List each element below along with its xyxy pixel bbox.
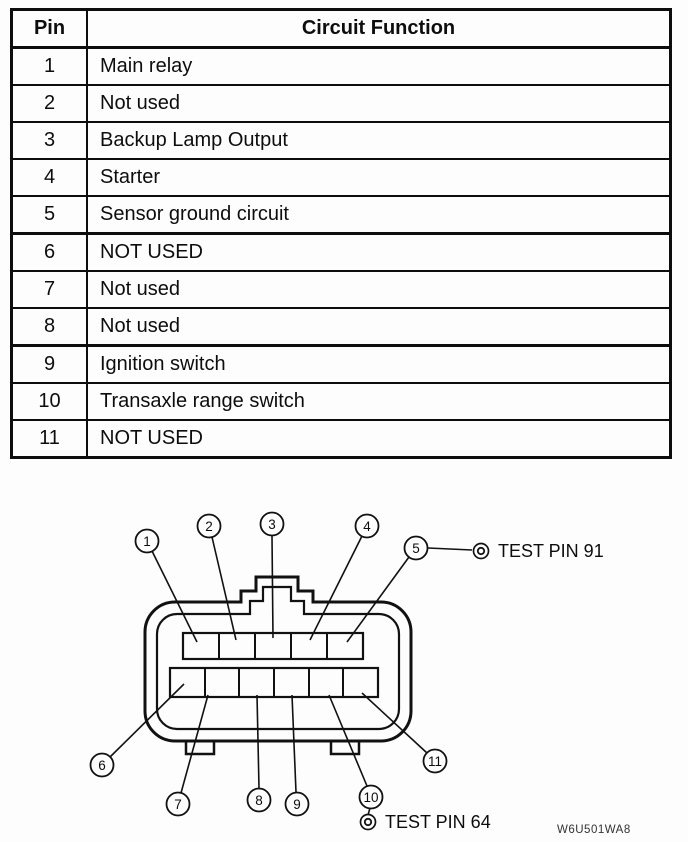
header-row: Pin Circuit Function [10, 8, 672, 49]
callout-9: 9 [284, 791, 310, 817]
callout-6-number: 6 [98, 758, 106, 773]
table-row: 8 Not used [10, 307, 672, 347]
callout-4: 4 [354, 513, 380, 539]
connector-diagram: 1 2 3 4 5 6 7 8 [89, 511, 631, 836]
circuit-function: Main relay [86, 46, 672, 86]
table-row: 3 Backup Lamp Output [10, 121, 672, 160]
pin-number: 7 [10, 270, 88, 309]
table-row: 1 Main relay [10, 46, 672, 86]
callout-8-number: 8 [255, 793, 263, 808]
callout-3: 3 [259, 511, 285, 537]
connector-foot-left [184, 741, 216, 756]
callout-9-number: 9 [293, 797, 301, 812]
pin-number: 8 [10, 307, 88, 347]
leader-lines [109, 535, 473, 816]
leader-line-2 [211, 536, 237, 641]
pin-number: 4 [10, 158, 88, 197]
callout-2: 2 [196, 513, 222, 539]
callout-7: 7 [165, 791, 191, 817]
pin-number: 11 [10, 419, 88, 459]
test-pin-91-label: TEST PIN 91 [498, 541, 604, 561]
pin-number: 2 [10, 84, 88, 123]
pin-number: 10 [10, 382, 88, 421]
leader-line-1 [151, 550, 198, 643]
table-row: 4 Starter [10, 158, 672, 197]
leader-line-8 [256, 694, 260, 789]
callout-10: 10 [358, 784, 384, 810]
circuit-function: Starter [86, 158, 672, 197]
leader-line-5 [346, 556, 410, 643]
table-header: Pin Circuit Function [10, 8, 672, 49]
callout-8: 8 [246, 787, 272, 813]
pin-number: 5 [10, 195, 88, 235]
table-row: 11 NOT USED [10, 419, 672, 459]
callout-1-number: 1 [143, 534, 151, 549]
pin-number: 3 [10, 121, 88, 160]
table-row: 7 Not used [10, 270, 672, 309]
test-pin-64-label: TEST PIN 64 [385, 812, 491, 832]
pin-number: 6 [10, 232, 88, 272]
circuit-function: Ignition switch [86, 344, 672, 384]
leader-line-4 [309, 535, 363, 641]
table-row: 2 Not used [10, 84, 672, 123]
table-row: 5 Sensor ground circuit [10, 195, 672, 235]
leader-line-3 [271, 535, 274, 639]
callout-4-number: 4 [363, 519, 371, 534]
callout-5: 5 [403, 535, 429, 561]
callout-11-number: 11 [428, 754, 442, 769]
circuit-function: Not used [86, 270, 672, 309]
pin-number: 9 [10, 344, 88, 384]
circuit-function: Not used [86, 84, 672, 123]
function-column-header: Circuit Function [86, 8, 672, 49]
circuit-function: Backup Lamp Output [86, 121, 672, 160]
pin-column-header: Pin [10, 8, 88, 49]
pin-number: 1 [10, 46, 88, 86]
leader-line-7 [180, 694, 209, 794]
table-row: 10 Transaxle range switch [10, 382, 672, 421]
table-body: 1 Main relay 2 Not used 3 Backup Lamp Ou… [10, 46, 672, 459]
callout-11: 11 [422, 748, 448, 774]
leader-line-9 [291, 694, 297, 793]
callout-10-number: 10 [363, 790, 378, 805]
pin-function-table: Pin Circuit Function 1 Main relay 2 Not … [10, 8, 672, 459]
callout-2-number: 2 [205, 519, 213, 534]
callout-7-number: 7 [174, 797, 182, 812]
pin-row-bottom [168, 666, 380, 699]
figure-code: W6U501WA8 [557, 824, 631, 836]
callout-5-number: 5 [412, 541, 420, 556]
callout-3-number: 3 [268, 517, 276, 532]
pin-row-top [181, 631, 365, 661]
leader-line-5-to-test-pin [427, 547, 473, 551]
leader-line-11 [361, 692, 428, 754]
table-row: 6 NOT USED [10, 232, 672, 272]
circuit-function: Not used [86, 307, 672, 347]
callout-6: 6 [89, 752, 115, 778]
leader-line-10 [328, 694, 368, 787]
circuit-function: Transaxle range switch [86, 382, 672, 421]
connector-foot-right [329, 741, 361, 756]
connector-body-inner [155, 585, 401, 731]
circuit-function: NOT USED [86, 419, 672, 459]
test-pin-64-icon [359, 813, 377, 831]
leader-line-6 [109, 683, 185, 758]
circuit-function: Sensor ground circuit [86, 195, 672, 235]
table-row: 9 Ignition switch [10, 344, 672, 384]
test-pin-91-icon [472, 542, 490, 560]
circuit-function: NOT USED [86, 232, 672, 272]
callout-1: 1 [134, 528, 160, 554]
